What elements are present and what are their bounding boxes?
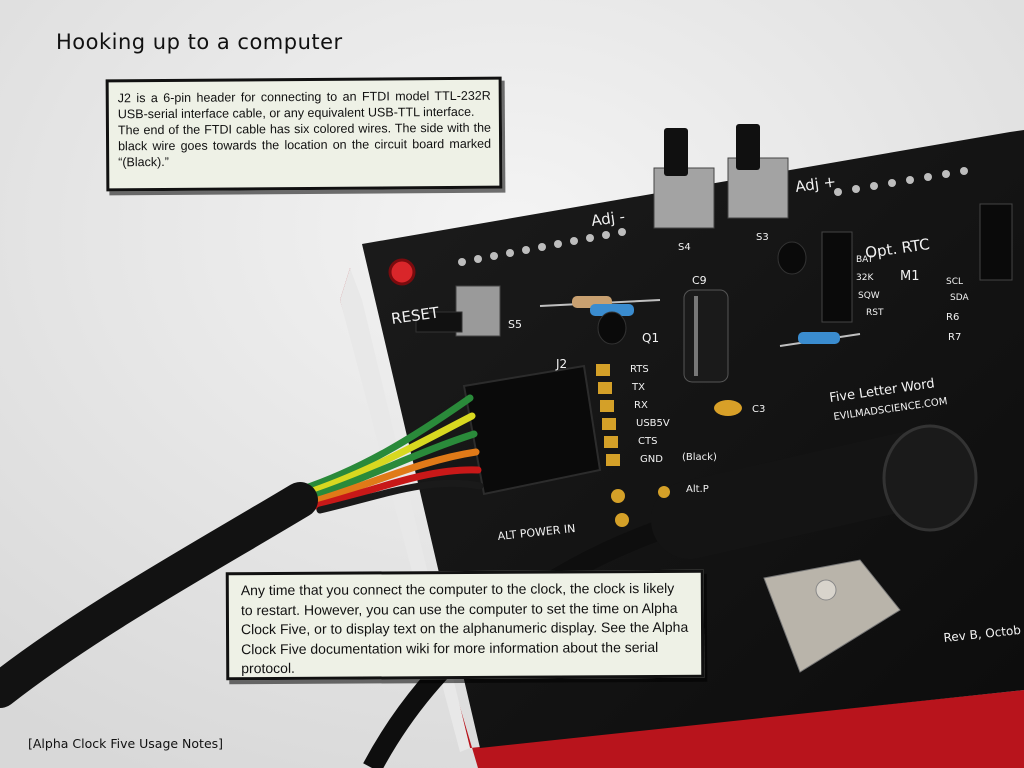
label-usb5v: USB5V [636,418,670,429]
metal-bracket [763,559,901,673]
label-bat: BAT [856,255,874,265]
label-s5: S5 [508,318,522,331]
ftdi-wires [296,394,484,514]
footer-caption: [Alpha Clock Five Usage Notes] [28,736,224,751]
label-scl: SCL [946,277,963,287]
callout-restart-note: Any time that you connect the computer t… [225,569,705,681]
label-alt-p: Alt.P [686,484,709,495]
label-32k: 32K [856,273,874,283]
transistor-q1 [597,311,627,345]
reset-switch [415,285,501,337]
adjust-buttons [653,124,789,229]
label-rx: RX [634,400,648,411]
label-tx: TX [631,382,645,393]
label-sqw: SQW [858,291,880,301]
callout-j2-header: J2 is a 6-pin header for connecting to a… [105,76,503,192]
label-gnd: GND [640,454,663,465]
rtc-headers [821,203,1013,323]
ftdi-connector [462,364,602,496]
slide-title: Hooking up to a computer [56,30,343,54]
label-c9: C9 [692,274,707,287]
reset-led [388,258,416,286]
callout-j2-paragraph-2: The end of the FTDI cable has six colore… [117,120,492,170]
label-q1: Q1 [642,331,659,345]
label-adj-plus: Adj + [794,172,837,196]
label-rst: RST [866,308,884,318]
label-black: (Black) [682,452,717,463]
capacitor-c9 [683,289,729,383]
label-adj-minus: Adj - [590,207,626,230]
label-s4: S4 [678,242,691,253]
callout-j2-paragraph-1: J2 is a 6-pin header for connecting to a… [117,88,491,122]
label-sda: SDA [950,293,969,303]
label-rts: RTS [630,364,649,375]
label-c3: C3 [752,404,765,415]
resistors [539,296,861,347]
ftdi-cable [0,482,318,708]
capacitor-c3 [714,400,742,416]
j2-header-pins [596,364,620,466]
header-pins-top [458,167,968,266]
label-s3: S3 [756,232,769,243]
alt-power-pads [611,486,670,527]
label-r7: R7 [948,332,961,343]
label-m1: M1 [900,269,920,284]
label-cts: CTS [638,436,657,447]
callout-restart-text: Any time that you connect the computer t… [240,579,689,677]
transistor-m1 [777,241,807,275]
label-j2: J2 [555,357,567,371]
label-r6: R6 [946,312,959,323]
